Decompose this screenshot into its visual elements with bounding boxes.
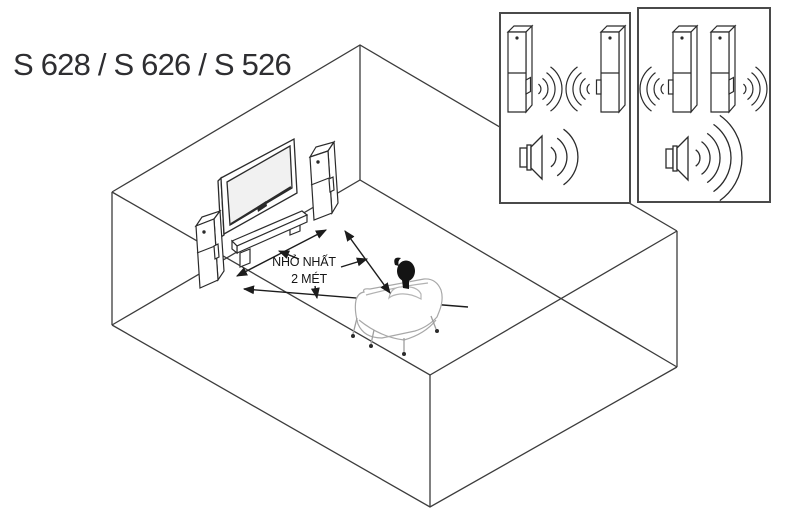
inset-box-outward [637, 7, 771, 203]
front-left-speaker-icon [194, 209, 225, 289]
tower-speaker-icon [667, 25, 698, 113]
distance-arrows [236, 229, 391, 300]
listener-shoulders [388, 286, 422, 301]
front-right-speaker-icon [308, 140, 339, 221]
page-title: S 628 / S 626 / S 526 [13, 47, 292, 82]
svg-text:2 MÉT: 2 MÉT [291, 271, 327, 286]
sound-wave-icon [537, 66, 591, 112]
sound-wave-icon [695, 114, 743, 202]
sound-wave-icon [639, 66, 768, 112]
tower-speaker-icon [595, 25, 626, 113]
tower-speaker-icon [710, 25, 736, 113]
listener-icon [388, 257, 422, 301]
listener-head [397, 260, 415, 282]
sound-wave-icon [550, 128, 579, 186]
label-leader-arrow-down [310, 285, 320, 300]
tv-logo [257, 201, 267, 212]
label-leader-arrow-right [340, 257, 369, 268]
min-distance-label: NHỎ NHẤT 2 MÉT [272, 254, 336, 286]
label-leader-arrow-left [277, 250, 300, 260]
inset-box-inward [499, 12, 631, 204]
tower-speaker-icon [507, 25, 533, 113]
svg-text:NHỎ NHẤT: NHỎ NHẤT [272, 254, 336, 269]
distance-arrow-right-to-listener [344, 230, 391, 294]
